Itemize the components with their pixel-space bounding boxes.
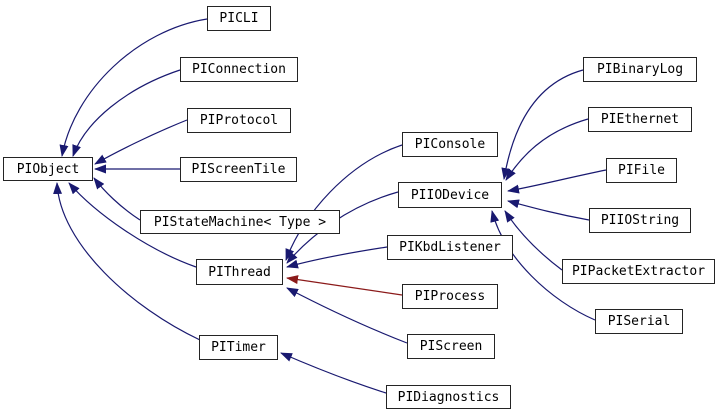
edge-picli-to-piobject: [59, 18, 208, 157]
node-pipacketextractor[interactable]: PIPacketExtractor: [562, 259, 715, 284]
node-picli[interactable]: PICLI: [207, 6, 271, 31]
node-pitimer[interactable]: PITimer: [199, 335, 278, 360]
node-pistatemachine[interactable]: PIStateMachine< Type >: [140, 210, 340, 234]
edge-pibinarylog-to-piiodevice: [501, 69, 584, 180]
node-pikbdlistener[interactable]: PIKbdListener: [387, 235, 513, 260]
edge-piserial-to-piiodevice: [490, 210, 596, 321]
node-pidiagnostics[interactable]: PIDiagnostics: [386, 385, 511, 409]
edge-piconsole-to-pithread: [285, 144, 403, 261]
node-pifile[interactable]: PIFile: [606, 158, 677, 183]
node-pibinarylog[interactable]: PIBinaryLog: [583, 57, 697, 82]
node-piprocess[interactable]: PIProcess: [402, 284, 498, 309]
node-pithread[interactable]: PIThread: [196, 259, 283, 285]
edge-piscreen-to-pithread: [286, 287, 408, 344]
node-piscreentile[interactable]: PIScreenTile: [180, 157, 297, 182]
edge-piiostring-to-piiodevice: [507, 199, 590, 221]
node-piconnection[interactable]: PIConnection: [180, 57, 298, 82]
node-piiostring[interactable]: PIIOString: [589, 208, 691, 233]
edge-pistatemachine-to-piobject: [93, 177, 141, 221]
edge-piprocess-to-pithread: [286, 275, 403, 296]
edge-pipacketextractor-to-piiodevice: [504, 210, 563, 271]
node-piobject[interactable]: PIObject: [3, 157, 93, 181]
edge-pikbdlistener-to-pithread: [286, 246, 388, 269]
node-piprotocol[interactable]: PIProtocol: [187, 108, 291, 133]
edge-pifile-to-piiodevice: [507, 169, 607, 194]
edge-pidiagnostics-to-pitimer: [280, 352, 387, 394]
edge-piprotocol-to-piobject: [94, 119, 188, 165]
edge-piconnection-to-piobject: [72, 69, 181, 157]
node-piconsole[interactable]: PIConsole: [402, 132, 498, 157]
edge-pithread-to-piobject: [68, 182, 197, 268]
node-piserial[interactable]: PISerial: [595, 309, 683, 334]
node-piiodevice[interactable]: PIIODevice: [398, 182, 502, 208]
node-piethernet[interactable]: PIEthernet: [588, 107, 692, 132]
edge-piethernet-to-piiodevice: [505, 118, 589, 181]
edge-pitimer-to-piobject: [53, 182, 201, 341]
node-piscreen[interactable]: PIScreen: [407, 334, 495, 359]
